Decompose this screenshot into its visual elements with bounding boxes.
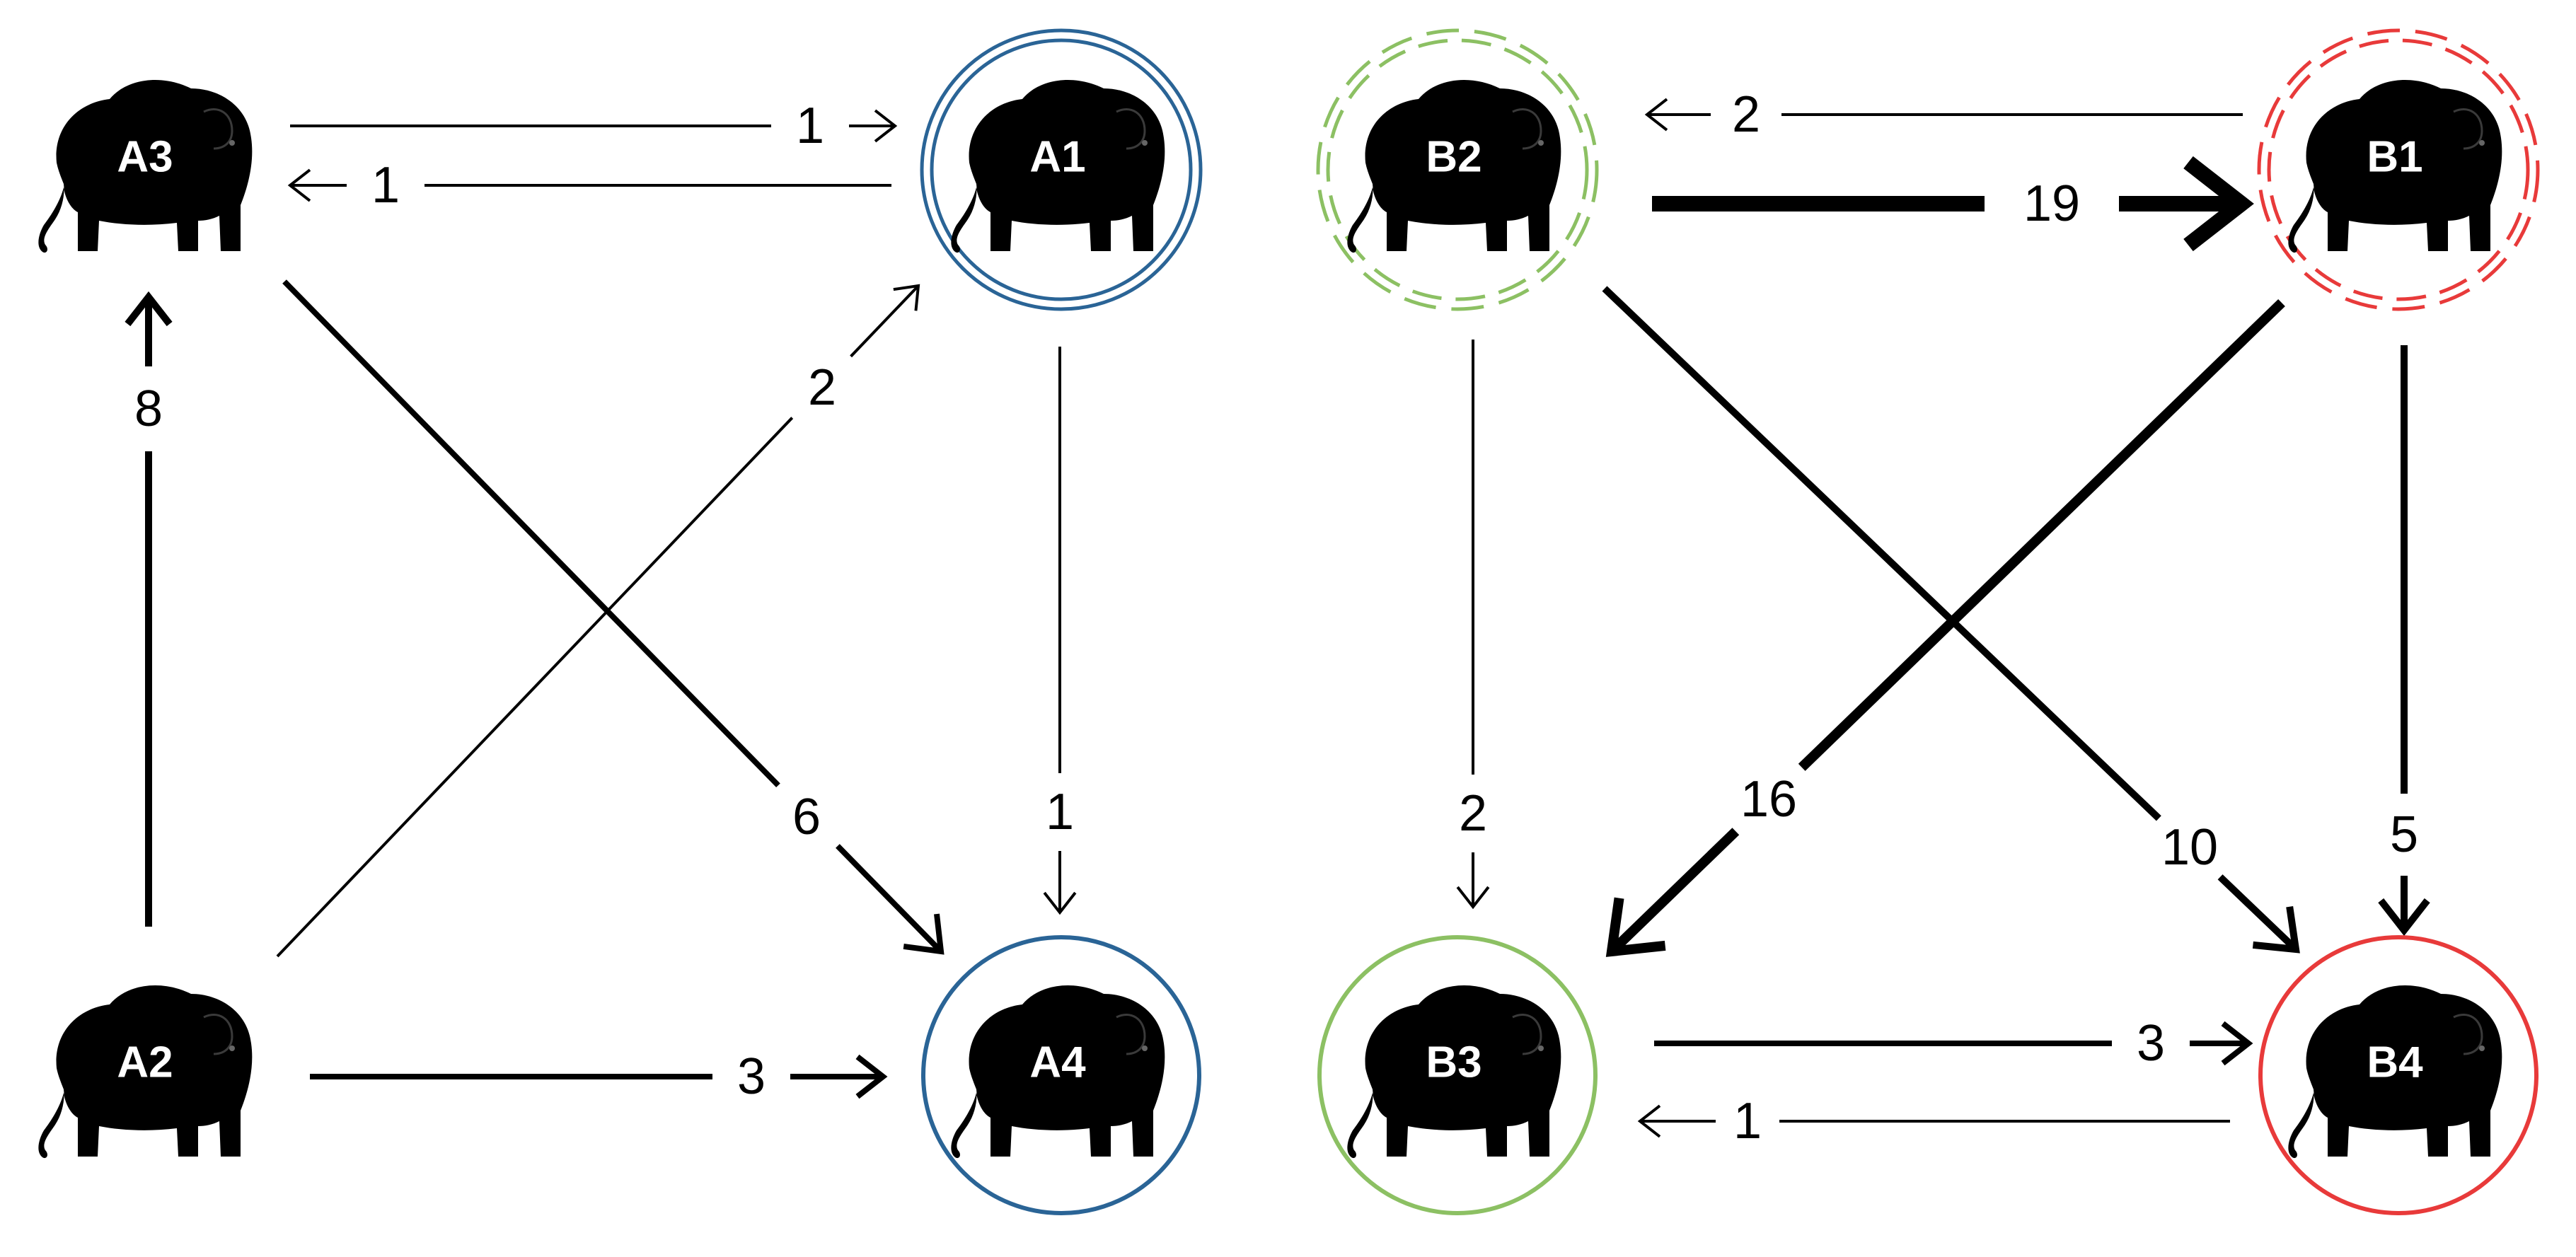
ring-inner: [1326, 38, 1589, 301]
arrow-head-icon: [2183, 156, 2254, 252]
edge-line: [276, 417, 794, 958]
edge-line: [850, 286, 919, 358]
node-b1: B1: [2287, 79, 2503, 254]
node-a4: A4: [949, 984, 1166, 1159]
node-ring-b3: [1317, 935, 1598, 1215]
ring-inner: [930, 38, 1193, 301]
arrow-head-icon: [855, 1054, 888, 1099]
node-label: B3: [1426, 1038, 1482, 1087]
node-a1: A1: [949, 79, 1166, 254]
edge-line: [1798, 299, 2285, 771]
arrow-head-icon: [2252, 906, 2300, 954]
edge-weight-label: 5: [2390, 806, 2418, 863]
edge-weight-label: 2: [1459, 785, 1487, 842]
node-ring-b1: [2257, 28, 2540, 311]
edge-b2-to-b4: [1602, 286, 2300, 954]
node-b3: B3: [1346, 984, 1562, 1159]
ring-outer: [1316, 28, 1599, 311]
ring-inner: [2267, 38, 2530, 301]
arrow-head-icon: [1456, 886, 1490, 910]
arrow-head-icon: [1637, 1104, 1661, 1138]
edge-a1-to-a4: [1043, 347, 1077, 915]
edge-weight-label: 10: [2161, 819, 2218, 876]
edge-line: [1602, 286, 2161, 821]
edge-b1-to-b2: [1644, 98, 2243, 132]
edge-b4-to-b3: [1637, 1104, 2230, 1138]
node-ring-a1: [920, 28, 1203, 311]
arrow-head-icon: [874, 109, 898, 143]
edge-weight-label: 2: [808, 359, 836, 416]
node-label: B4: [2367, 1038, 2423, 1087]
edge-line: [282, 279, 780, 788]
arrow-head-icon: [1644, 98, 1668, 132]
arrow-head-icon: [1043, 891, 1077, 915]
edge-b1-to-b3: [1605, 299, 2285, 957]
node-ring-b4: [2258, 935, 2539, 1215]
arrow-head-icon: [1605, 897, 1666, 957]
node-label: A4: [1029, 1038, 1086, 1087]
node-b4: B4: [2287, 984, 2503, 1159]
edge-line: [2217, 874, 2296, 950]
edge-weight-label: 3: [2137, 1015, 2165, 1072]
edge-a2-to-a3: [125, 291, 173, 927]
edge-a2-to-a4: [310, 1054, 888, 1099]
edge-weight-label: 2: [1732, 86, 1760, 143]
node-a3: A3: [37, 79, 253, 254]
node-ring-b2: [1316, 28, 1599, 311]
node-label: A1: [1029, 133, 1085, 182]
edge-a1-to-a3: [287, 168, 891, 202]
edge-weight-label: 3: [737, 1048, 766, 1105]
edge-weight-label: 8: [134, 381, 163, 437]
edge-weight-label: 1: [1733, 1093, 1762, 1149]
edge-a3-to-a4: [282, 279, 945, 955]
node-a2: A2: [37, 984, 253, 1159]
edge-weight-label: 1: [371, 157, 400, 214]
edge-a3-to-a1: [290, 109, 898, 143]
edge-weight-label: 1: [796, 98, 824, 154]
arrow-head-icon: [287, 168, 311, 202]
node-label: B2: [1426, 133, 1482, 182]
edge-weight-label: 6: [792, 789, 821, 845]
arrow-head-icon: [2378, 898, 2430, 937]
edge-line: [1612, 828, 1740, 952]
edge-b1-to-b4: [2378, 345, 2430, 937]
edge-weight-label: 1: [1046, 784, 1074, 840]
edge-b3-to-b4: [1654, 1021, 2253, 1066]
node-label: A2: [117, 1038, 173, 1087]
edge-b2-to-b1: [1652, 156, 2254, 252]
ring-outer: [920, 28, 1203, 311]
edge-weight-label: 19: [2023, 175, 2080, 232]
arrow-head-icon: [2221, 1021, 2253, 1066]
arrow-head-icon: [903, 913, 945, 955]
edge-weight-label: 16: [1740, 771, 1797, 828]
node-b2: B2: [1346, 79, 1562, 254]
arrow-head-icon: [125, 291, 173, 327]
node-label: A3: [117, 133, 173, 182]
node-label: B1: [2367, 133, 2422, 182]
arrow-head-icon: [893, 284, 920, 311]
node-ring-a4: [921, 935, 1201, 1215]
ring-outer: [2257, 28, 2540, 311]
edge-line: [836, 844, 942, 951]
edge-b2-to-b3: [1456, 340, 1490, 910]
edge-a2-to-a1: [276, 284, 920, 958]
